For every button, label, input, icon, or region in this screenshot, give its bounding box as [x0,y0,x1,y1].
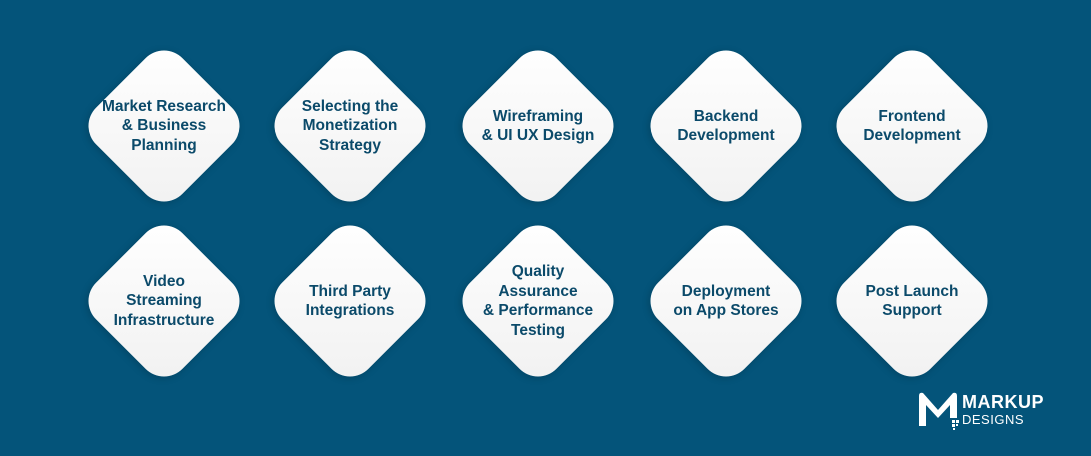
step-label: Video Streaming Infrastructure [113,272,215,329]
step-tile-6: Video Streaming Infrastructure [77,214,251,388]
logo-tagline: DESIGNS [962,412,1025,427]
step-tile-2: Selecting the Monetization Strategy [263,39,437,213]
step-tile-4: Backend Development [639,39,813,213]
step-label: Backend Development [677,107,775,145]
step-tile-10: Post Launch Support [825,214,999,388]
step-tile-5: Frontend Development [825,39,999,213]
step-tile-3: Wireframing & UI UX Design [451,39,625,213]
step-label: Wireframing & UI UX Design [481,107,595,145]
step-label: Market Research & Business Planning [101,97,227,154]
step-label: Third Party Integrations [305,282,395,320]
markup-designs-logo: MARKUP DESIGNS [916,388,1076,438]
step-tile-8: Quality Assurance & Performance Testing [451,214,625,388]
step-tile-1: Market Research & Business Planning [77,39,251,213]
step-label: Frontend Development [863,107,961,145]
step-label: Quality Assurance & Performance Testing [482,263,594,339]
step-tile-9: Deployment on App Stores [639,214,813,388]
logo-brand-name: MARKUP [962,392,1044,412]
step-label: Selecting the Monetization Strategy [301,97,399,154]
markup-m-icon [919,392,959,430]
step-label: Post Launch Support [865,282,959,320]
step-tile-7: Third Party Integrations [263,214,437,388]
step-label: Deployment on App Stores [673,282,779,320]
